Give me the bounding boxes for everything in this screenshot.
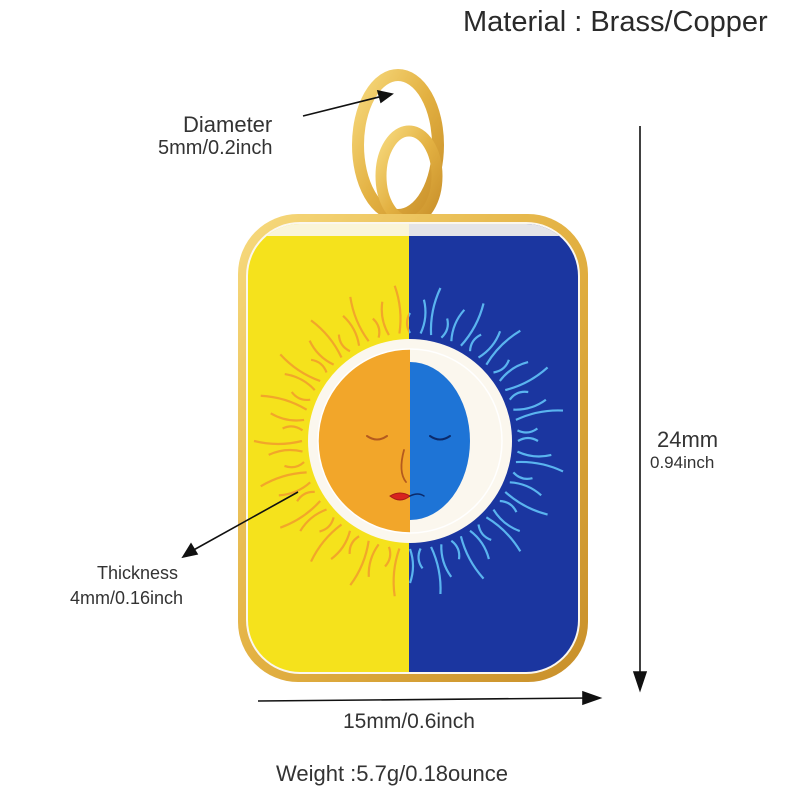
ray: [409, 312, 411, 334]
ray: [392, 548, 401, 597]
ray: [296, 490, 315, 502]
height-inch: 0.94inch: [650, 453, 715, 472]
ray: [485, 516, 522, 552]
sun-rays: [253, 285, 409, 597]
ray: [367, 543, 380, 577]
ray: [282, 425, 304, 432]
ray: [260, 394, 308, 411]
ray: [492, 508, 521, 533]
ray: [253, 439, 303, 446]
ray: [260, 471, 307, 488]
ray: [284, 461, 305, 469]
diameter-arrow: [302, 89, 394, 117]
ray: [279, 353, 321, 383]
ray: [417, 548, 424, 570]
ray: [310, 523, 343, 563]
ray: [372, 317, 381, 338]
ray: [477, 330, 502, 359]
ray: [493, 359, 510, 374]
material-label: Material : Brass/Copper: [463, 6, 768, 38]
ray: [384, 546, 392, 568]
ray: [450, 309, 466, 342]
diameter-label: Diameter: [183, 112, 273, 137]
ray: [310, 358, 328, 373]
ray: [468, 333, 482, 352]
ray: [430, 546, 442, 595]
ray: [440, 318, 449, 339]
ray: [419, 299, 427, 334]
ray: [279, 500, 322, 529]
ray: [440, 544, 453, 578]
ray: [504, 366, 549, 392]
ray: [284, 372, 316, 391]
ray: [349, 540, 370, 586]
ray: [513, 398, 547, 411]
ray: [460, 303, 485, 347]
sun-moon-disc: [308, 339, 512, 543]
width-arrow: [257, 690, 603, 706]
ray: [380, 301, 390, 336]
moon-rays: [409, 287, 564, 595]
weight-label: Weight :5.7g/0.18ounce: [276, 761, 508, 786]
ray: [459, 535, 485, 580]
ray: [290, 391, 311, 402]
ray: [509, 481, 542, 497]
ray: [508, 390, 529, 401]
thickness-arrow: [181, 491, 299, 559]
ray: [330, 530, 352, 560]
ray: [469, 529, 490, 560]
height-mm: 24mm: [657, 427, 719, 452]
ray: [310, 319, 343, 358]
ray: [512, 471, 533, 480]
ray: [485, 329, 521, 366]
ray: [450, 539, 461, 560]
ray: [270, 412, 305, 422]
ray: [348, 535, 360, 554]
ray: [498, 361, 529, 382]
ray: [517, 436, 539, 442]
ray: [477, 524, 492, 541]
face-details: [366, 435, 451, 501]
ray: [405, 312, 409, 334]
ray: [515, 409, 564, 421]
ray: [319, 517, 335, 533]
ray: [299, 508, 327, 532]
ray: [515, 460, 564, 473]
ray: [349, 296, 370, 342]
thickness-label: Thickness: [97, 563, 179, 583]
ray: [499, 499, 518, 513]
thickness-value: 4mm/0.16inch: [70, 588, 184, 608]
ray: [517, 427, 539, 434]
ray: [337, 334, 351, 353]
ray: [504, 491, 548, 516]
ray: [517, 450, 552, 458]
ray: [268, 448, 303, 456]
width-value: 15mm/0.6inch: [343, 710, 475, 733]
ray: [278, 481, 311, 497]
ray: [429, 287, 442, 336]
diameter-value: 5mm/0.2inch: [158, 137, 273, 159]
ray: [409, 548, 415, 584]
ray: [393, 285, 402, 334]
ray: [342, 314, 361, 346]
ray: [308, 340, 335, 366]
height-arrow: [632, 126, 648, 693]
